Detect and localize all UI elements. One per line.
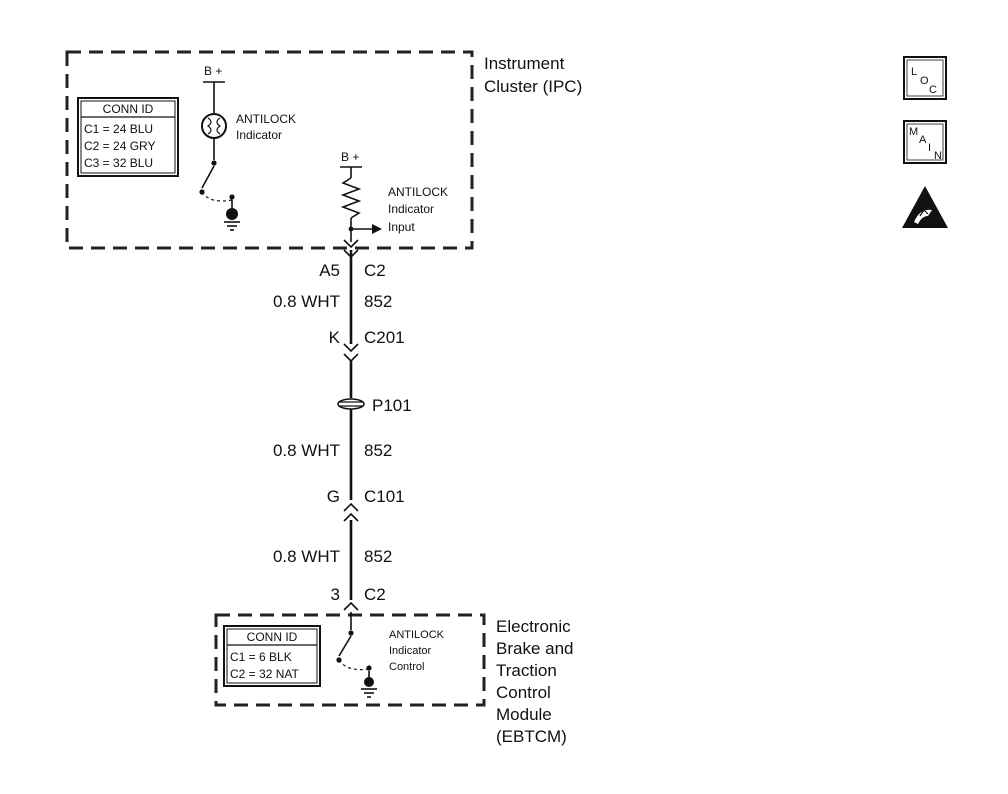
ipc-conn-row: C2 = 24 GRY <box>84 139 155 153</box>
ipc-conn-row: C3 = 32 BLU <box>84 156 153 170</box>
transistor-switch-icon <box>199 165 235 210</box>
c201-pin-label: K <box>329 328 341 347</box>
ground-icon <box>361 677 377 698</box>
antilock-control-label-line3: Control <box>389 661 424 673</box>
loc-letter: L <box>911 66 917 78</box>
c101-connector-icon <box>343 512 359 522</box>
ebtcm-name-line: (EBTCM) <box>496 727 567 746</box>
c201-connector-icon <box>343 353 359 363</box>
ipc-connector-icon <box>343 239 359 249</box>
ebtcm-name-line: Electronic <box>496 617 571 636</box>
c201-connector-icon <box>343 343 359 353</box>
wire-gauge-label: 0.8 WHT <box>273 547 340 566</box>
antilock-control-label-line1: ANTILOCK <box>389 629 445 641</box>
ipc-module-box <box>65 50 474 250</box>
main-letter: A <box>919 134 927 146</box>
wire-gauge-label: 0.8 WHT <box>273 441 340 460</box>
ebtcm-pin-label: 3 <box>331 585 340 604</box>
antilock-input-label-line3: Input <box>388 220 415 234</box>
ipc-conn-label: C2 <box>364 261 386 280</box>
circuit-number-label: 852 <box>364 292 392 311</box>
p101-passthrough-icon <box>337 398 365 410</box>
ipc-pin-label: A5 <box>319 261 340 280</box>
ebtcm-name-line: Control <box>496 683 551 702</box>
circuit-number-label: 852 <box>364 547 392 566</box>
loc-letter: O <box>920 75 929 87</box>
ebtcm-conn-row: C1 = 6 BLK <box>230 650 292 664</box>
ipc-conn-id-title: CONN ID <box>103 102 154 116</box>
loc-letter: C <box>929 84 937 96</box>
main-letter: N <box>934 150 942 162</box>
loc-button[interactable]: L O C <box>903 56 947 100</box>
antilock-control-label-line2: Indicator <box>389 645 432 657</box>
ebtcm-name-line: Module <box>496 705 552 724</box>
c201-connector-label: C201 <box>364 328 405 347</box>
input-arrow-icon <box>351 224 382 234</box>
ebtcm-conn-row: C2 = 32 NAT <box>230 667 299 681</box>
ebtcm-module-box <box>214 613 486 707</box>
main-button[interactable]: M A I N <box>903 120 947 164</box>
ebtcm-switch-icon <box>336 635 372 678</box>
ipc-bplus-input-label: B + <box>341 150 359 164</box>
indicator-lamp-icon <box>201 113 227 139</box>
circuit-number-label: 852 <box>364 441 392 460</box>
antilock-input-label-line1: ANTILOCK <box>388 185 448 199</box>
ebtcm-name: Electronic Brake and Traction Control Mo… <box>496 617 574 746</box>
ebtcm-conn-id-title: CONN ID <box>247 630 298 644</box>
switch-contact-dot <box>211 160 217 166</box>
antilock-lamp-label-line1: ANTILOCK <box>236 112 296 126</box>
esd-warning-icon[interactable] <box>902 186 948 228</box>
ebtcm-conn-label: C2 <box>364 585 386 604</box>
ipc-bplus-lamp-label: B + <box>204 64 222 78</box>
c101-connector-label: C101 <box>364 487 405 506</box>
ebtcm-conn-id-table: CONN ID C1 = 6 BLK C2 = 32 NAT <box>223 625 321 687</box>
c101-pin-label: G <box>327 487 340 506</box>
pullup-resistor-icon <box>340 177 362 219</box>
main-letter: I <box>928 142 931 154</box>
ebtcm-name-line: Brake and <box>496 639 574 658</box>
ipc-name-line1: Instrument <box>484 54 565 73</box>
p101-label: P101 <box>372 396 412 415</box>
ebtcm-name-line: Traction <box>496 661 557 680</box>
wire-gauge-label: 0.8 WHT <box>273 292 340 311</box>
ipc-conn-row: C1 = 24 BLU <box>84 122 153 136</box>
antilock-lamp-label-line2: Indicator <box>236 128 282 142</box>
ebtcm-switch-contact-dot <box>348 630 354 636</box>
ebtcm-connector-icon <box>343 601 359 611</box>
input-junction-dot <box>348 226 354 232</box>
ipc-conn-id-table: CONN ID C1 = 24 BLU C2 = 24 GRY C3 = 32 … <box>77 97 179 177</box>
ground-icon <box>224 208 240 231</box>
antilock-input-label-line2: Indicator <box>388 202 434 216</box>
c101-connector-icon <box>343 502 359 512</box>
main-letter: M <box>909 126 918 138</box>
ipc-name-line2: Cluster (IPC) <box>484 77 582 96</box>
